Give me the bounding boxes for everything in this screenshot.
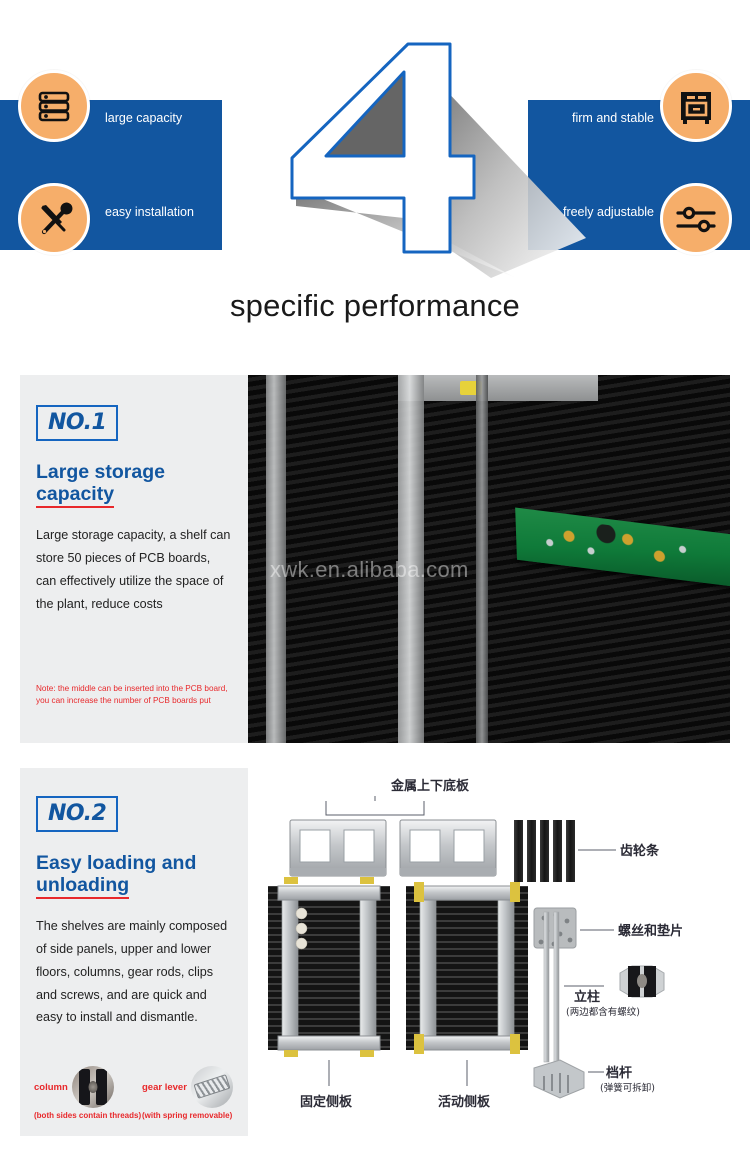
diagram-gear-bars	[514, 820, 575, 882]
thumb-column-label: column	[34, 1081, 68, 1093]
section-no1: NO.1 Large storage capacity Large storag…	[20, 375, 730, 743]
diagram-stop-bar-photo	[533, 1059, 585, 1099]
section-no2-heading-line2: unloading	[36, 874, 130, 900]
feature-label-freely-adjustable: freely adjustable	[562, 205, 654, 219]
section-no2-badge-text: NO.2	[48, 801, 107, 826]
diagram-label-stop-bar: 档杆	[606, 1065, 632, 1081]
sliders-icon	[660, 183, 732, 255]
diagram-top-plate-right	[399, 819, 497, 877]
section-no2: NO.2 Easy loading and unloading The shel…	[20, 768, 730, 1136]
diagram-label-screws: 螺丝和垫片	[618, 923, 683, 939]
section-no1-heading: Large storage capacity	[36, 461, 165, 509]
section-no1-heading-line2: capacity	[36, 483, 115, 509]
feature-label-easy-installation: easy installation	[105, 205, 194, 219]
thumb-gear-lever: gear lever (with spring removable)	[142, 1066, 233, 1120]
diagram-label-gear-bar: 齿轮条	[620, 843, 660, 859]
section-no2-badge: NO.2	[36, 796, 119, 832]
server-stack-icon	[18, 70, 90, 142]
diagram-label-column-sub: (两边都含有螺纹)	[566, 1006, 640, 1018]
thumb-column-sub: (both sides contain threads)	[34, 1111, 142, 1120]
page-title: specific performance	[229, 288, 520, 323]
thumb-column: column (both sides contain threads)	[34, 1066, 141, 1120]
diagram-label-fixed-side: 固定侧板	[300, 1094, 353, 1110]
section-no1-badge-text: NO.1	[48, 410, 107, 435]
section-no2-thumbs: column (both sides contain threads) gear…	[34, 1066, 248, 1128]
section-no2-body: The shelves are mainly composed of side …	[36, 918, 228, 1025]
thumb-gear-lever-label: gear lever	[142, 1081, 187, 1093]
gear-lever-part-icon	[190, 1066, 233, 1108]
hero-number-4	[286, 38, 586, 278]
rack-column-mid	[398, 375, 424, 743]
thumb-gear-lever-sub: (with spring removable)	[142, 1111, 233, 1120]
rack-top-rail	[398, 375, 598, 401]
section-no1-badge: NO.1	[36, 405, 119, 441]
tools-wrench-screwdriver-icon	[18, 183, 90, 255]
diagram-movable-side-panel	[406, 882, 528, 1054]
diagram-fixed-side-panel	[268, 877, 390, 1057]
section-no1-photo: xwk.en.alibaba.com	[248, 375, 730, 743]
column-part-icon	[71, 1066, 114, 1108]
hero-banner: large capacity easy installation firm an…	[0, 0, 750, 345]
diagram-label-top-plate: 金属上下底板	[390, 778, 470, 794]
section-no1-info-panel: NO.1 Large storage capacity Large storag…	[20, 375, 259, 743]
rack-column-right	[476, 375, 488, 743]
feature-label-firm-and-stable: firm and stable	[572, 111, 654, 125]
cabinet-icon	[660, 70, 732, 142]
section-no2-heading: Easy loading and unloading	[36, 852, 197, 900]
section-no1-body: Large storage capacity, a shelf can stor…	[36, 527, 231, 611]
diagram-top-plate-left	[289, 819, 387, 877]
section-no2-info-panel: NO.2 Easy loading and unloading The shel…	[20, 768, 259, 1136]
section-no2-exploded-diagram: 金属上下底板	[248, 768, 730, 1136]
diagram-label-movable-side: 活动侧板	[438, 1094, 491, 1110]
section-no1-note: Note: the middle can be inserted into th…	[36, 684, 228, 706]
diagram-label-column: 立柱	[574, 989, 600, 1005]
section-no1-heading-line1: Large storage	[36, 461, 165, 483]
diagram-column-part-photo	[619, 965, 665, 998]
section-no2-heading-line1: Easy loading and	[36, 852, 197, 874]
diagram-label-stop-bar-sub: (弹簧可拆卸)	[600, 1082, 655, 1094]
feature-label-large-capacity: large capacity	[105, 111, 183, 125]
rack-column-left	[266, 375, 286, 743]
